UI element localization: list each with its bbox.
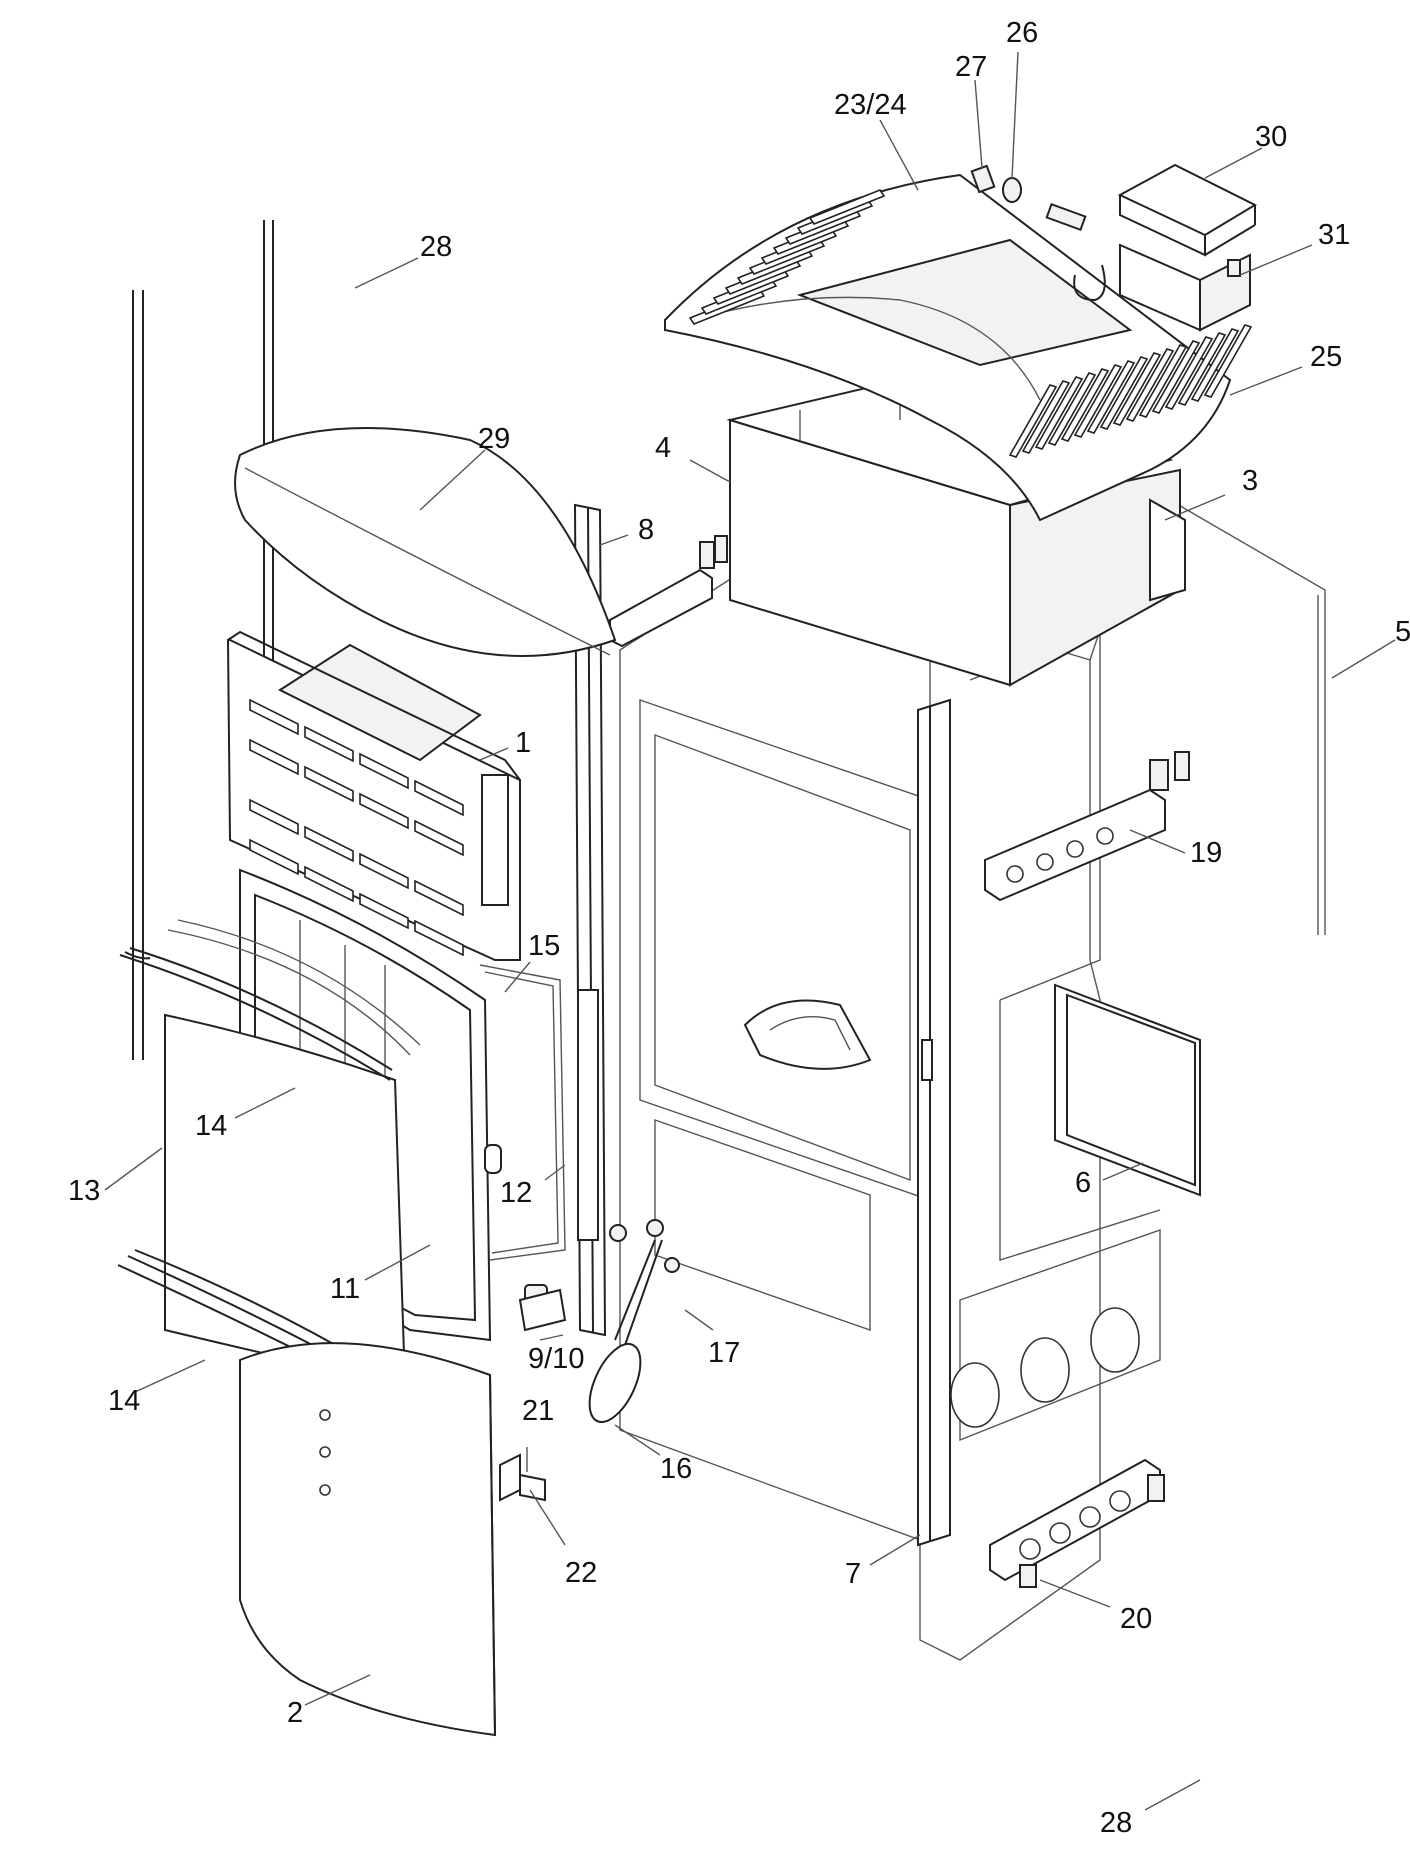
front-grille-slot [414, 919, 464, 957]
callout-19: 19 [1190, 837, 1222, 869]
fan-housing [1149, 498, 1186, 602]
front-grille-slot [249, 798, 299, 836]
leader-lines [104, 51, 1396, 1811]
front-column [917, 698, 951, 1547]
callout-12: 12 [500, 1177, 532, 1209]
callout-16: 16 [660, 1453, 692, 1485]
callout-26: 26 [1006, 17, 1038, 49]
bracket-lower [989, 1458, 1165, 1588]
callout-27: 27 [955, 51, 987, 83]
front-grille-slot [304, 865, 354, 903]
front-grille-slot [359, 852, 409, 890]
bracket-upper [984, 751, 1190, 902]
grille-slot [1177, 332, 1227, 406]
grille-slot [1203, 324, 1253, 398]
grille-slot [1073, 364, 1123, 438]
callout-6: 6 [1075, 1167, 1091, 1199]
grille-slot [1164, 336, 1214, 410]
grille-slot [1047, 372, 1097, 446]
grille-slot [1099, 356, 1149, 430]
grille-slot [1138, 344, 1188, 418]
callout-21: 21 [522, 1395, 554, 1427]
bracket-top-left [609, 535, 728, 648]
side-panel-right [1169, 499, 1326, 935]
callout-14-lower: 14 [108, 1385, 140, 1417]
grille-slot [1125, 348, 1175, 422]
front-grille-slot [414, 819, 464, 857]
callout-5: 5 [1395, 616, 1410, 648]
callout-8: 8 [638, 514, 654, 546]
grille-slot [1021, 380, 1071, 454]
callout-17: 17 [708, 1337, 740, 1369]
door-glass [164, 919, 421, 1387]
grille-slot [1060, 368, 1110, 442]
hinge-column [573, 503, 607, 1337]
front-grille-slot [359, 792, 409, 830]
lower-front-panel [239, 1342, 497, 1737]
hinge-clip [499, 1453, 546, 1502]
callout-11: 11 [330, 1273, 360, 1305]
callout-9-10: 9/10 [528, 1343, 584, 1375]
callout-15: 15 [528, 930, 560, 962]
callout-2: 2 [287, 1697, 303, 1729]
front-grille-slot [249, 698, 299, 736]
callout-25: 25 [1310, 341, 1342, 373]
callout-28-top: 28 [420, 231, 452, 263]
handle-bar-upper [119, 947, 393, 1081]
callout-23-24: 23/24 [834, 89, 907, 121]
side-access-panel [1054, 983, 1201, 1197]
grille-slot [1112, 352, 1162, 426]
top-cover-fittings [970, 164, 1106, 302]
grille-slot [1151, 340, 1201, 414]
callout-1: 1 [515, 727, 531, 759]
front-grille-slot [414, 879, 464, 917]
electronic-box-lid [1117, 163, 1258, 257]
front-grille-slot [249, 738, 299, 776]
grille-slot [1008, 384, 1058, 458]
front-grille-slot [249, 838, 299, 876]
callout-20: 20 [1120, 1603, 1152, 1635]
callout-28-bottom: 28 [1100, 1807, 1132, 1839]
front-grille-slot [414, 779, 464, 817]
foot-bracket [518, 1284, 567, 1332]
grille-slot [808, 189, 886, 225]
door-gasket [479, 964, 566, 1261]
callout-4: 4 [655, 432, 671, 464]
callout-14-upper: 14 [195, 1110, 227, 1142]
side-panel-left-outer [132, 290, 144, 1060]
callout-29: 29 [478, 423, 510, 455]
front-grille-slot [304, 765, 354, 803]
callout-7: 7 [845, 1558, 861, 1590]
lever-screw [664, 1257, 680, 1273]
top-grille-cover [664, 173, 1253, 522]
grille-slot [1034, 376, 1084, 450]
callout-labels: 28 27 26 23/24 30 31 25 29 4 3 8 5 1 19 … [68, 17, 1410, 1839]
front-grille-slot [359, 752, 409, 790]
front-grille-slot [304, 825, 354, 863]
callout-22: 22 [565, 1557, 597, 1589]
grille-slot [1086, 360, 1136, 434]
control-box [726, 378, 1181, 687]
ash-lever [588, 1219, 664, 1423]
electronic-box [1119, 243, 1251, 332]
callout-30: 30 [1255, 121, 1287, 153]
front-top-lid [234, 427, 617, 657]
grille-slot [1190, 328, 1240, 402]
callout-31: 31 [1318, 219, 1350, 251]
front-grille-slot [304, 725, 354, 763]
callout-3: 3 [1242, 465, 1258, 497]
callout-13: 13 [68, 1175, 100, 1207]
front-grille-slot [359, 892, 409, 930]
